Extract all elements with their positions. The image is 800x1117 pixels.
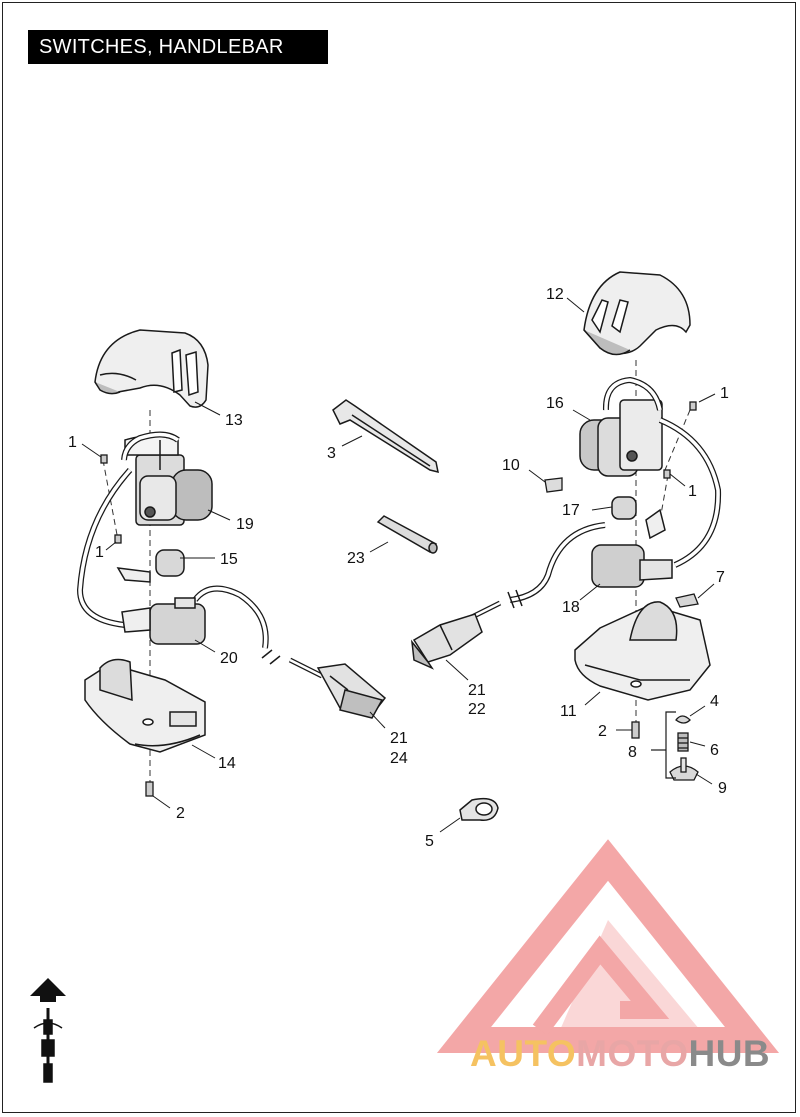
watermark-logo-icon (436, 839, 780, 1053)
watermark-part-moto: MOTO (576, 1033, 689, 1074)
left-wire-harness (76, 431, 324, 679)
callout-16: 16 (546, 395, 564, 412)
left-screws (100, 454, 154, 797)
callout-8: 8 (628, 744, 637, 761)
right-upper-housing (583, 271, 691, 356)
right-small-pad (544, 477, 563, 493)
page-title: SWITCHES, HANDLEBAR (28, 30, 328, 64)
right-connector (410, 613, 483, 670)
watermark-part-hub: HUB (688, 1033, 771, 1074)
watermark-part-auto: AUTO (470, 1033, 577, 1074)
right-lower-switch (591, 508, 673, 588)
callout-20: 20 (220, 650, 238, 667)
callout-22: 22 (468, 701, 486, 718)
callout-1-right-mid: 1 (688, 483, 697, 500)
callout-23: 23 (347, 550, 365, 567)
callout-21-right: 21 (468, 682, 486, 699)
callout-1-left-mid: 1 (95, 544, 104, 561)
callout-4: 4 (710, 693, 719, 710)
left-switch-assembly (124, 435, 213, 526)
left-upper-housing (94, 329, 209, 408)
callout-7: 7 (716, 569, 725, 586)
bracket-group-8 (651, 711, 676, 779)
right-small-switch (611, 496, 637, 520)
callout-5: 5 (425, 833, 434, 850)
callout-11: 11 (560, 703, 577, 720)
left-small-switch (116, 549, 185, 583)
right-lower-housing (574, 601, 711, 701)
wire-clamp (459, 797, 499, 821)
callout-14: 14 (218, 755, 236, 772)
callout-6: 6 (710, 742, 719, 759)
left-lower-housing (84, 658, 206, 753)
callout-2-left: 2 (176, 805, 185, 822)
right-wire-harness (468, 376, 722, 621)
callout-10: 10 (502, 457, 520, 474)
right-detent-parts (669, 715, 699, 781)
callout-19: 19 (236, 516, 254, 533)
callout-labels: 1 13 19 1 15 20 14 2 3 23 21 24 5 12 1 1… (68, 286, 729, 850)
callout-21-left: 21 (390, 730, 408, 747)
right-switch-assembly (579, 399, 663, 477)
callout-9: 9 (718, 780, 727, 797)
callout-1-right-top: 1 (720, 385, 729, 402)
callout-24: 24 (390, 750, 408, 767)
watermark-text: AUTOMOTOHUB (470, 1034, 770, 1074)
callout-17: 17 (562, 502, 580, 519)
callout-2-right: 2 (598, 723, 607, 740)
callout-1-left-top: 1 (68, 434, 77, 451)
cable-tie (332, 399, 439, 474)
callout-13: 13 (225, 412, 243, 429)
up-arrow-icon (30, 978, 66, 1002)
callout-12: 12 (546, 286, 564, 303)
callout-3: 3 (327, 445, 336, 462)
rider-icon (33, 1008, 63, 1083)
leader-lines (81, 297, 716, 833)
callout-15: 15 (220, 551, 238, 568)
callout-18: 18 (562, 599, 580, 616)
right-small-wedge (675, 593, 699, 608)
left-connector (316, 663, 387, 719)
tube-sleeve (376, 515, 438, 554)
left-lower-switch (121, 597, 206, 645)
